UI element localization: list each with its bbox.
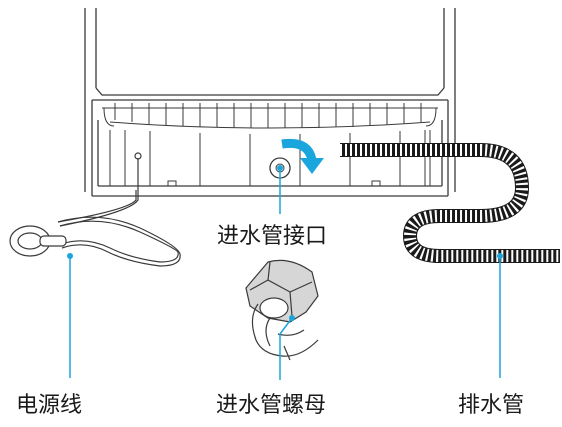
inlet-nut-label: 进水管螺母 <box>216 393 327 418</box>
inlet-port-label: 进水管接口 <box>217 224 328 249</box>
inlet-port-leader <box>277 165 283 214</box>
dish-rack <box>102 103 438 187</box>
inlet-nut <box>245 259 319 361</box>
callout-dot-icon <box>289 315 295 321</box>
callout-dot-icon <box>67 253 73 259</box>
appliance-body <box>84 8 456 197</box>
drain-hose-leader <box>497 253 503 378</box>
inlet-nut-leader <box>279 315 295 380</box>
power-cord-label: 电源线 <box>16 393 83 418</box>
callout-dot-icon <box>277 165 283 171</box>
power-cord <box>9 152 181 267</box>
power-cord-leader <box>67 253 73 378</box>
drain-hose <box>340 143 560 263</box>
clockwise-arrow-icon <box>281 138 324 174</box>
drain-hose-label: 排水管 <box>458 393 525 418</box>
callout-dot-icon <box>497 253 503 259</box>
